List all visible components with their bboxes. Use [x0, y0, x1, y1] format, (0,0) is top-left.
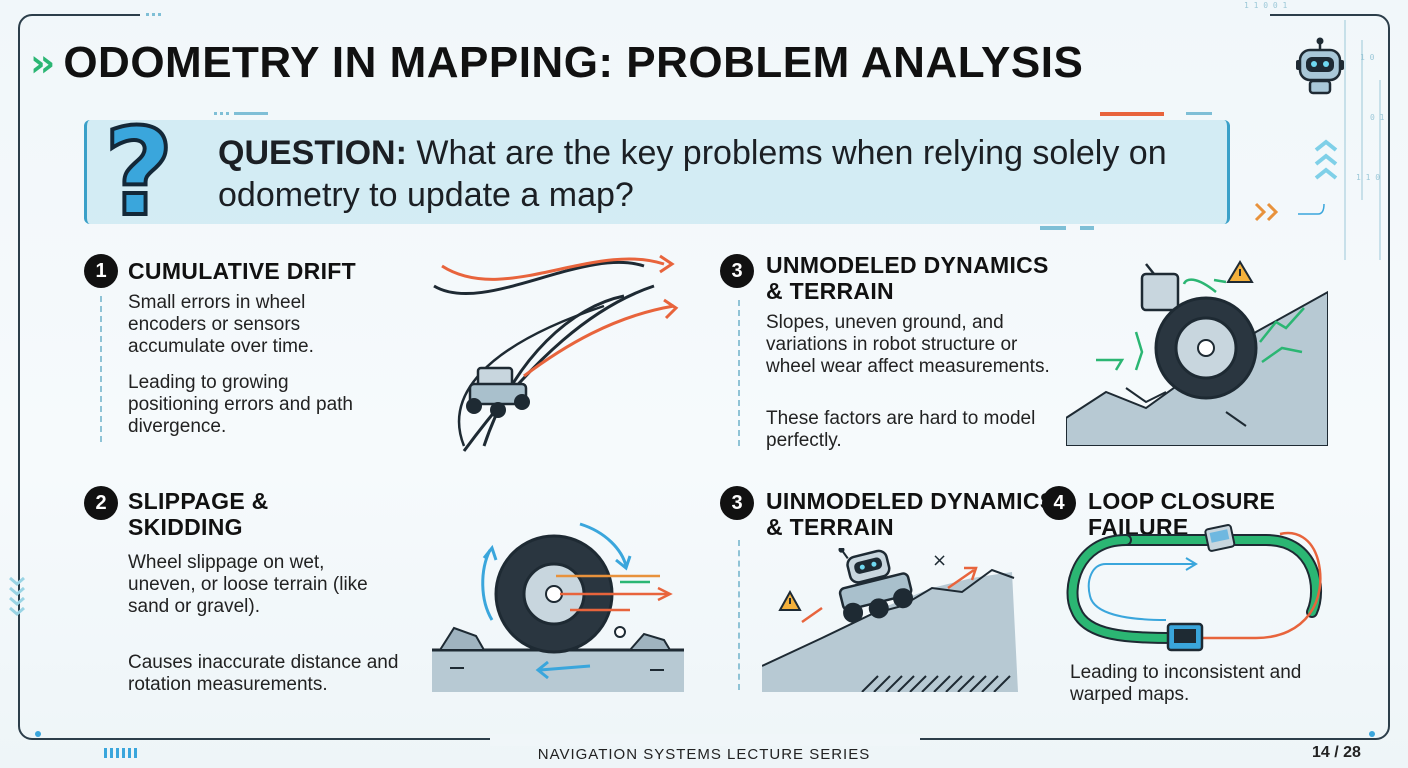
drift-path-illustration: [433, 254, 679, 452]
section-2-title: SLIPPAGE & SKIDDING: [128, 488, 269, 540]
section-1-body-1: Small errors in wheel encoders or sensor…: [128, 292, 314, 357]
section-3b-title: UINMODELED DYNAMICS & TERRAIN: [766, 488, 1056, 540]
svg-text:0 1: 0 1: [1370, 113, 1385, 122]
section-3-body-2: These factors are hard to model perfectl…: [766, 408, 1036, 451]
page-number: 14 / 28: [1312, 744, 1361, 761]
question-text: QUESTION: What are the key problems when…: [218, 132, 1218, 216]
section-1-number: 1: [84, 254, 118, 288]
frame-gap-top: [140, 8, 1270, 20]
section-1-divider: [100, 296, 102, 442]
double-chevron-right-icon: ››: [30, 41, 55, 85]
svg-text:1 1 0: 1 1 0: [1356, 173, 1380, 182]
section-2-body-2: Causes inaccurate distance and rotation …: [128, 652, 399, 695]
section-3-title: UNMODELED DYNAMICS & TERRAIN: [766, 252, 1049, 304]
question-body: What are the key problems when relying s…: [218, 134, 1167, 214]
page-title: ODOMETRY IN MAPPING: PROBLEM ANALYSIS: [63, 38, 1084, 87]
slope-robot-illustration: ×: [762, 548, 1018, 692]
title-row: ›› ODOMETRY IN MAPPING: PROBLEM ANALYSIS: [30, 38, 1083, 88]
section-3-body-1: Slopes, uneven ground, and variations in…: [766, 312, 1050, 377]
footer-series: NAVIGATION SYSTEMS LECTURE SERIES: [537, 746, 871, 763]
section-4-body-1: Leading to inconsistent and warped maps.: [1070, 662, 1302, 705]
section-3b-divider: [738, 540, 740, 690]
question-mark-icon: ?: [102, 104, 176, 243]
robot-head-icon: [1296, 37, 1344, 95]
section-3b-number: 3: [720, 486, 754, 520]
section-4-title: LOOP CLOSURE FAILURE: [1088, 488, 1276, 540]
section-4-number: 4: [1042, 486, 1076, 520]
svg-text:×: ×: [932, 550, 947, 571]
question-label: QUESTION:: [218, 134, 407, 172]
section-1-body-2: Leading to growing positioning errors an…: [128, 372, 353, 437]
frame-gap-bottom: [490, 734, 920, 746]
section-1-title: CUMULATIVE DRIFT: [128, 258, 356, 284]
section-2-body-1: Wheel slippage on wet, uneven, or loose …: [128, 552, 368, 617]
section-3-number: 3: [720, 254, 754, 288]
svg-text:1 0: 1 0: [1360, 53, 1375, 62]
question-box: [84, 120, 1230, 224]
loop-closure-illustration: [1066, 524, 1323, 652]
svg-text:1 1 0 0 1: 1 1 0 0 1: [1244, 1, 1288, 10]
terrain-wheel-illustration: [1066, 260, 1328, 446]
section-2-number: 2: [84, 486, 118, 520]
section-3-divider: [738, 300, 740, 446]
wheel-slippage-illustration: [432, 522, 684, 692]
